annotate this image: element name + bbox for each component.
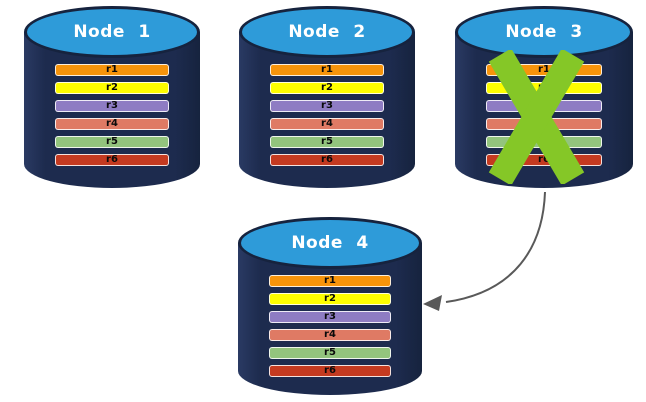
replica-row-r4: r4 [270, 118, 384, 130]
replica-row-label: r4 [106, 118, 118, 129]
replica-row-label: r2 [321, 82, 333, 93]
failure-x-icon [488, 50, 585, 184]
replica-row-label: r1 [106, 64, 118, 75]
replica-row-label: r5 [324, 347, 336, 358]
replica-row-label: r6 [106, 154, 118, 165]
replica-row-label: r2 [324, 293, 336, 304]
failover-arrow [423, 191, 546, 311]
cylinder-top: Node 1 [24, 6, 200, 58]
cylinder-top: Node 4 [238, 217, 422, 269]
replica-row-label: r1 [324, 275, 336, 286]
replica-row-r1: r1 [269, 275, 391, 287]
replica-row-label: r6 [538, 154, 550, 165]
replica-row-label: r5 [321, 136, 333, 147]
replica-row-r3: r3 [270, 100, 384, 112]
failover-arrow-curve [445, 191, 546, 303]
node-title: Node 2 [288, 22, 366, 42]
replica-rows: r1 r2 r3 r4 r5 r6 [270, 64, 384, 172]
replica-rows: r1 r2 r3 r4 r5 r6 [269, 275, 391, 383]
replica-row-r5: r5 [270, 136, 384, 148]
replica-row-r1: r1 [55, 64, 169, 76]
replica-row-label: r1 [538, 64, 550, 75]
replica-row-label: r3 [106, 100, 118, 111]
replica-row-label: r3 [324, 311, 336, 322]
replica-row-label: r3 [321, 100, 333, 111]
cylinder-top: Node 3 [455, 6, 633, 58]
replica-rows: r1 r2 r3 r4 r5 r6 [55, 64, 169, 172]
replica-row-label: r1 [321, 64, 333, 75]
replica-row-r2: r2 [269, 293, 391, 305]
replica-row-r1: r1 [270, 64, 384, 76]
replica-row-label: r6 [321, 154, 333, 165]
database-node-4: r1 r2 r3 r4 r5 r6 Node 4 [238, 217, 422, 395]
replica-row-r2: r2 [55, 82, 169, 94]
replica-row-label: r2 [106, 82, 118, 93]
replica-row-r3: r3 [269, 311, 391, 323]
node-title: Node 1 [73, 22, 151, 42]
replica-row-label: r5 [106, 136, 118, 147]
replica-row-label: r6 [324, 365, 336, 376]
replica-row-r3: r3 [55, 100, 169, 112]
cylinder-top: Node 2 [239, 6, 415, 58]
replica-row-r4: r4 [269, 329, 391, 341]
database-node-1: r1 r2 r3 r4 r5 r6 Node 1 [24, 6, 200, 188]
replica-row-r2: r2 [270, 82, 384, 94]
replica-row-r6: r6 [270, 154, 384, 166]
node-title: Node 3 [505, 22, 583, 42]
replica-row-label: r4 [324, 329, 336, 340]
database-node-2: r1 r2 r3 r4 r5 r6 Node 2 [239, 6, 415, 188]
replica-row-r4: r4 [55, 118, 169, 130]
replica-row-r5: r5 [55, 136, 169, 148]
replica-row-label: r4 [321, 118, 333, 129]
replica-row-r6: r6 [269, 365, 391, 377]
replica-row-r6: r6 [55, 154, 169, 166]
node-title: Node 4 [291, 233, 369, 253]
failover-arrowhead-icon [423, 295, 442, 311]
replica-row-r5: r5 [269, 347, 391, 359]
